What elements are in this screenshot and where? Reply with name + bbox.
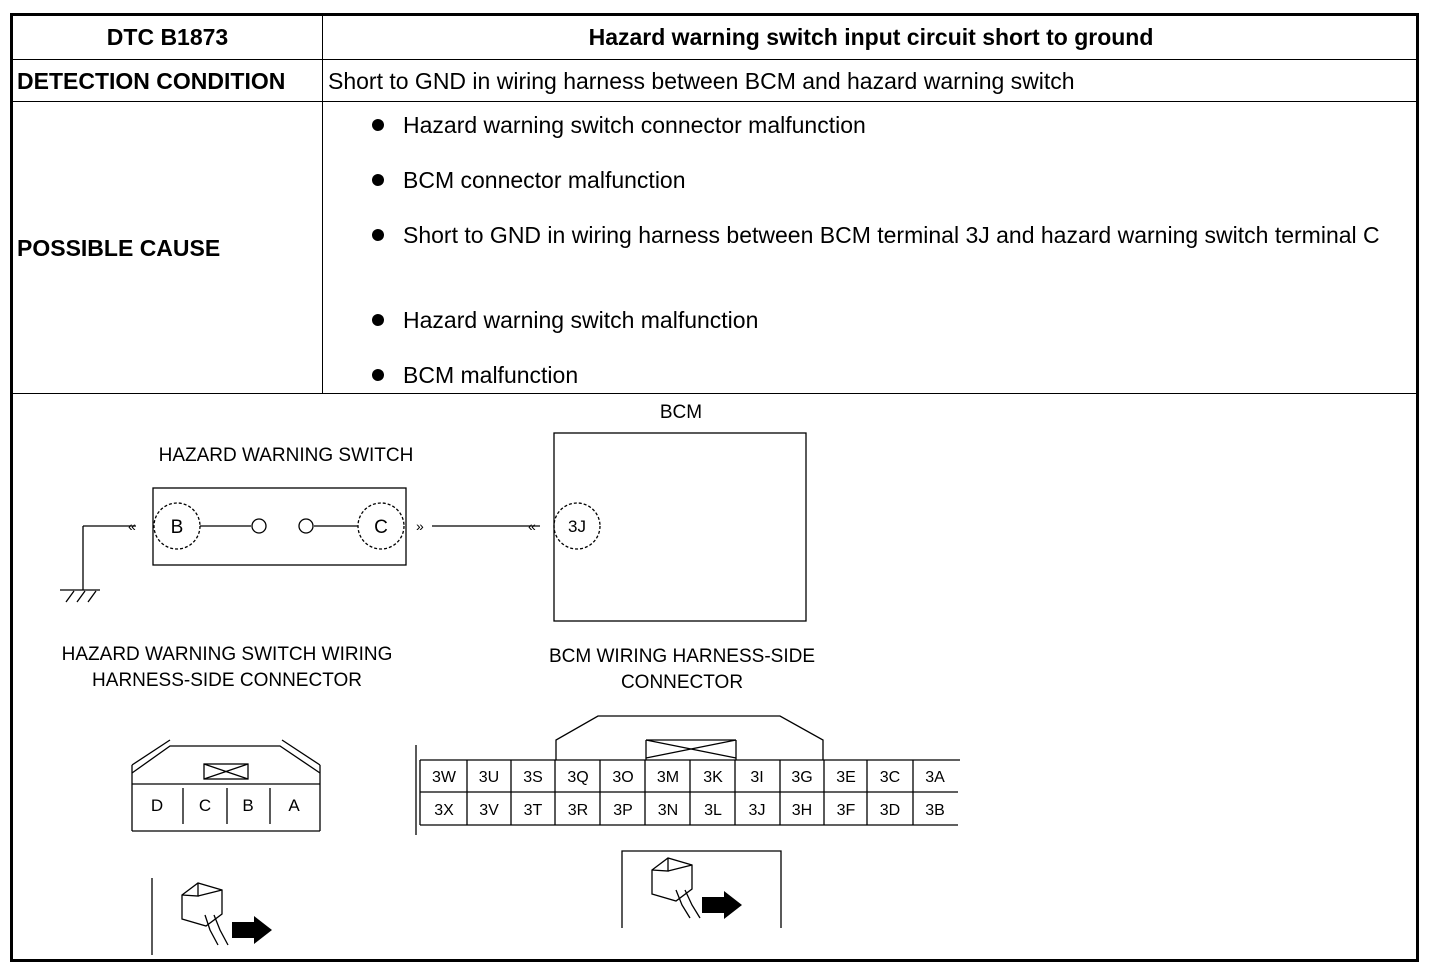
bcm-connector (415, 715, 960, 835)
pin-label: 3X (434, 802, 454, 819)
pin-label: 3S (523, 769, 543, 786)
pin-label: 3H (792, 802, 812, 819)
pin-label: 3Q (567, 769, 588, 786)
bullet-icon (372, 314, 384, 326)
connector-view-icon (151, 878, 229, 955)
cause-item: BCM connector malfunction (403, 167, 686, 193)
terminal-c: C (374, 517, 388, 538)
pin-label: 3O (612, 769, 633, 786)
pin-label: 3B (925, 802, 945, 819)
bullet-icon (372, 174, 384, 186)
bcm-box (553, 432, 807, 622)
pin-label: 3K (703, 769, 723, 786)
bcm-connector-label: CONNECTOR (621, 672, 743, 693)
bcm-connector-label: BCM WIRING HARNESS-SIDE (549, 646, 815, 667)
cause-item: BCM malfunction (403, 362, 579, 388)
pin-label: D (151, 796, 163, 815)
pin-label: 3M (657, 769, 679, 786)
possible-cause-label: POSSIBLE CAUSE (17, 235, 221, 261)
pin-label: 3E (836, 769, 856, 786)
pin-label: 3N (658, 802, 678, 819)
pin-label: 3C (880, 769, 900, 786)
arrow-icon (702, 891, 742, 919)
row-divider (13, 59, 1416, 60)
pin-label: 3F (837, 802, 856, 819)
row-divider (13, 101, 1416, 102)
bullet-icon (372, 119, 384, 131)
connector-chevron-icon: « (128, 518, 136, 534)
connector-chevron-icon: « (528, 518, 536, 534)
pin-label: 3J (749, 802, 766, 819)
terminal-3j-circle (553, 502, 601, 550)
pin-label: B (242, 796, 253, 815)
pin-label: 3I (750, 769, 763, 786)
pin-label: 3W (432, 769, 457, 786)
connector-view-icon (621, 850, 782, 928)
detection-label: DETECTION CONDITION (17, 68, 286, 94)
pin-label: A (288, 796, 300, 815)
bullet-icon (372, 369, 384, 381)
terminal-b: B (171, 517, 184, 538)
dtc-title: Hazard warning switch input circuit shor… (588, 24, 1154, 50)
switch-label: HAZARD WARNING SWITCH (159, 445, 414, 466)
pin-label: 3L (704, 802, 722, 819)
switch-box (152, 487, 407, 566)
row-divider (13, 393, 1416, 394)
connector-chevron-icon: » (416, 518, 424, 534)
switch-connector (131, 739, 321, 832)
pin-label: 3P (613, 802, 633, 819)
cause-item: Short to GND in wiring harness between B… (403, 222, 1380, 248)
detection-value: Short to GND in wiring harness between B… (328, 68, 1075, 94)
cause-item: Hazard warning switch connector malfunct… (403, 112, 866, 138)
bcm-label: BCM (660, 402, 702, 423)
pin-label: C (199, 796, 211, 815)
pin-label: 3U (479, 769, 499, 786)
pin-label: 3R (568, 802, 588, 819)
terminal-3j: 3J (568, 517, 586, 536)
pin-label: 3D (880, 802, 900, 819)
dtc-document: DTC B1873 Hazard warning switch input ci… (10, 13, 1419, 962)
pin-label: 3A (925, 769, 945, 786)
pin-label: 3V (479, 802, 499, 819)
cause-item: Hazard warning switch malfunction (403, 307, 759, 333)
switch-connector-label: HAZARD WARNING SWITCH WIRING (62, 644, 393, 665)
column-divider (322, 16, 323, 393)
bullet-icon (372, 229, 384, 241)
dtc-code: DTC B1873 (106, 24, 229, 50)
switch-connector-label: HARNESS-SIDE CONNECTOR (92, 670, 362, 691)
pin-label: 3G (791, 769, 812, 786)
arrow-icon (232, 916, 272, 944)
pin-label: 3T (524, 802, 543, 819)
